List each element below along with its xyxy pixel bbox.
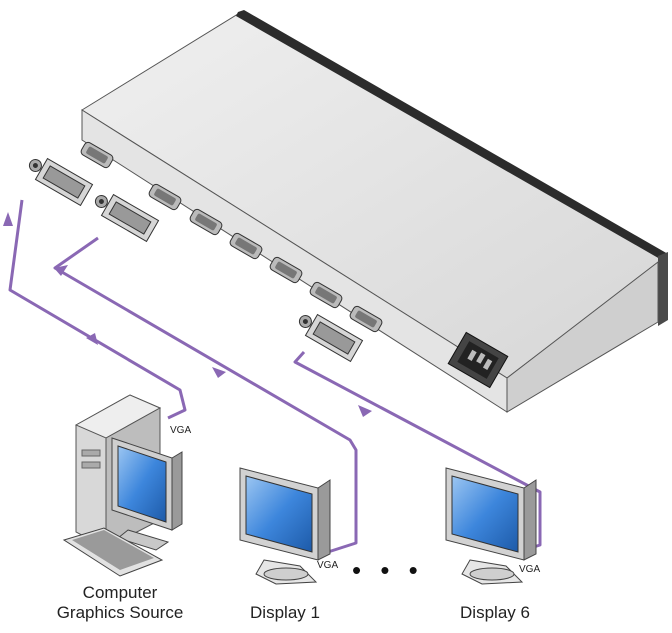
vga-output-port-1 — [148, 183, 182, 211]
vga-label-display-1: VGA — [317, 560, 339, 571]
device-end-face — [506, 260, 659, 413]
arrow-input-up — [3, 212, 13, 226]
ellipsis-more-displays: • • • — [352, 555, 424, 585]
vga-label-display-6: VGA — [519, 564, 541, 575]
display-1-monitor — [239, 467, 331, 585]
caption-source-line2: Graphics Source — [56, 603, 184, 622]
display-6-monitor — [445, 467, 537, 585]
vga-ports — [80, 141, 383, 333]
arrow-display1-start — [54, 265, 68, 276]
caption-display-1: Display 1 — [250, 603, 320, 622]
arrow-display6-mid — [358, 405, 372, 417]
vga-output-port-2 — [189, 208, 223, 236]
computer-source — [62, 394, 183, 577]
device-side-rail — [236, 10, 668, 262]
vga-output-port-5 — [309, 281, 343, 309]
vga-plug-input — [28, 157, 94, 207]
vga-plug-output-1 — [94, 193, 160, 243]
arrow-input-mid — [86, 333, 98, 345]
cable-arrows — [3, 212, 372, 417]
input-cable — [8, 199, 187, 420]
vga-plugs — [28, 157, 364, 363]
output-cable-display-1 — [53, 236, 358, 554]
vga-plug-output-6 — [298, 313, 364, 363]
vga-label-source: VGA — [170, 425, 192, 436]
device-right-end — [658, 252, 668, 326]
caption-source: Computer Graphics Source — [40, 583, 200, 623]
caption-display-6: Display 6 — [460, 603, 530, 622]
keyboard-icon — [62, 527, 164, 577]
pc-monitor — [111, 437, 183, 551]
distribution-amplifier — [81, 10, 668, 413]
arrow-display1-mid — [212, 367, 226, 378]
caption-source-line1: Computer — [82, 583, 158, 602]
vga-output-port-6 — [349, 305, 383, 333]
vga-output-port-3 — [229, 232, 263, 260]
vga-input-port — [80, 141, 114, 169]
power-inlet-icon — [447, 331, 509, 389]
vga-output-port-4 — [269, 256, 303, 284]
